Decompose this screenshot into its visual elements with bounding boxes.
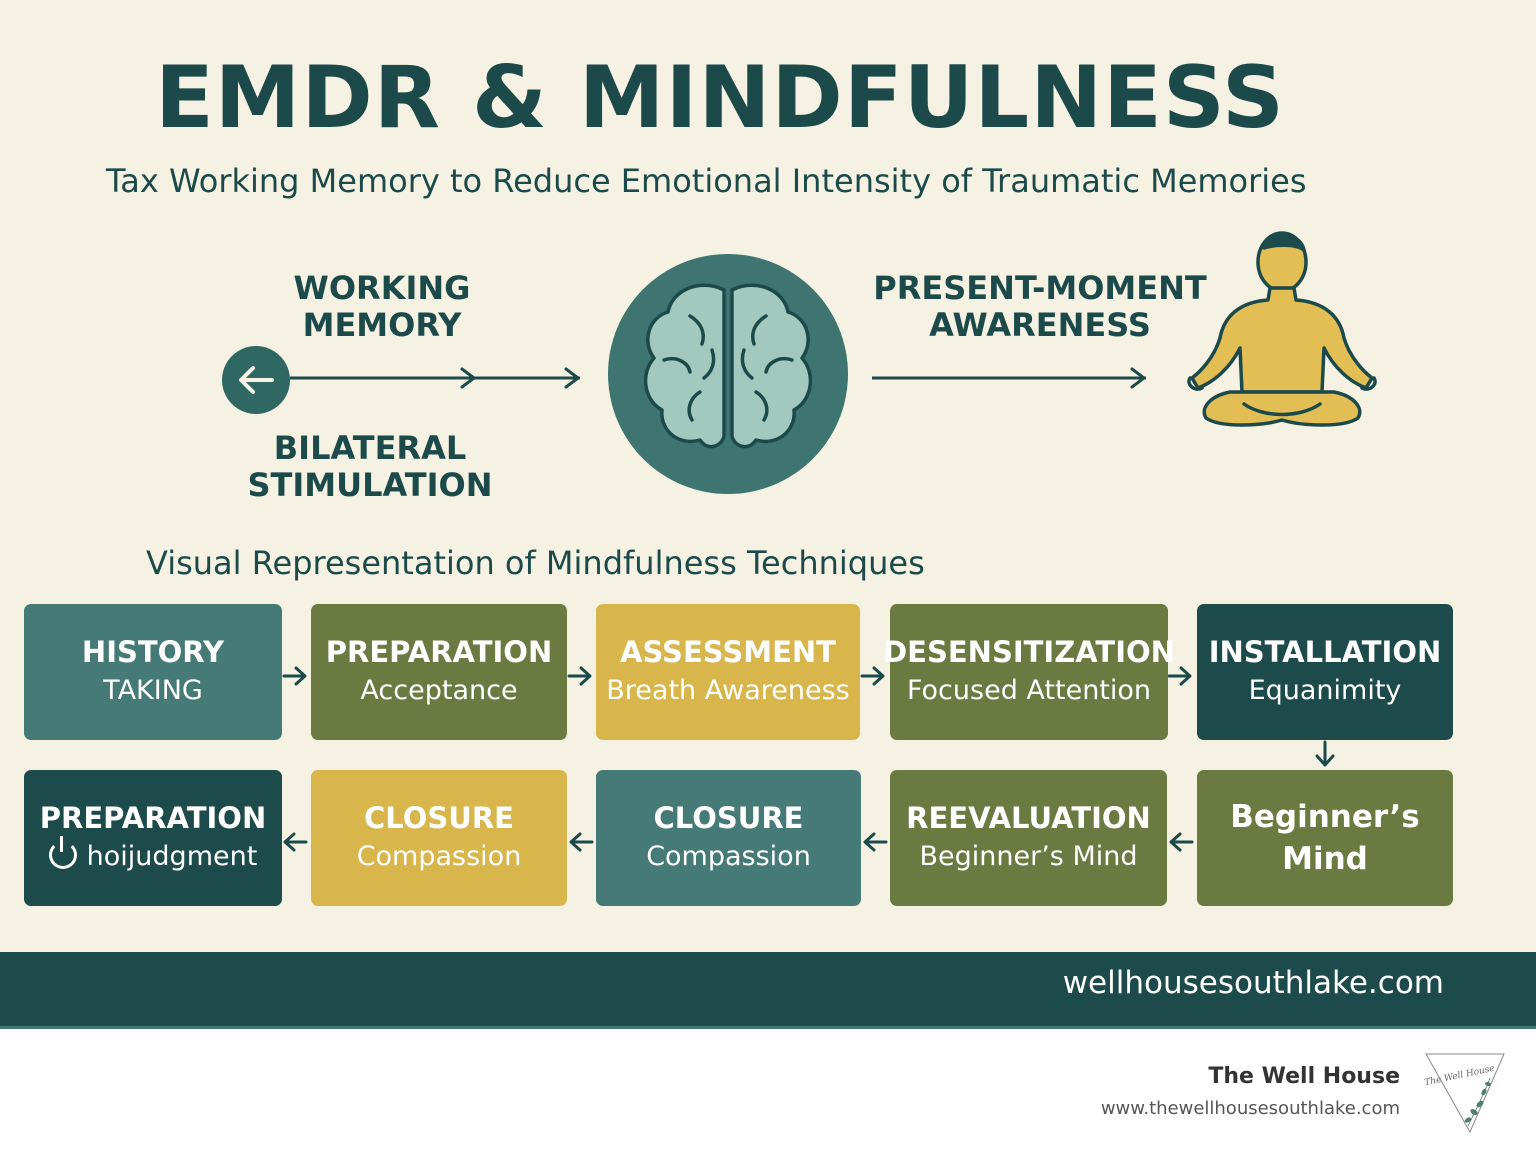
step-box-preparation: PREPARATION Acceptance	[311, 604, 567, 740]
step-subtitle: Mind	[1282, 841, 1368, 877]
step-subtitle: Beginner’s Mind	[919, 841, 1138, 872]
step-subtitle: Focused Attention	[906, 675, 1152, 706]
step-subtitle: Compassion	[356, 841, 522, 872]
step-title: INSTALLATION	[1208, 635, 1442, 669]
step-title: HISTORY	[81, 635, 225, 669]
step-subtitle: Acceptance	[360, 675, 518, 706]
step-subtitle: hoijudgment	[86, 841, 258, 872]
step-box-history-taking: HISTORY TAKING	[24, 604, 282, 740]
step-title: DESENSITIZATION	[883, 635, 1175, 669]
step-subtitle: TAKING	[103, 675, 203, 706]
step-box-installation: INSTALLATION Equanimity	[1197, 604, 1453, 740]
logo-script-text: The Well House	[1424, 1064, 1496, 1089]
label-line: PRESENT-MOMENT	[873, 269, 1207, 307]
step-subtitle-row: hoijudgment	[48, 836, 258, 877]
arrow-left-icon	[222, 346, 290, 414]
label-line: MEMORY	[302, 306, 462, 344]
step-box-preparation-nonjudgment: PREPARATION hoijudgment	[24, 770, 282, 906]
step-arrows	[282, 666, 1335, 852]
well-house-logo: The Well House	[1424, 1053, 1505, 1134]
step-box-beginners-mind: Beginner’s Mind	[1197, 770, 1453, 906]
section-title: Visual Representation of Mindfulness Tec…	[146, 544, 925, 582]
step-title: PREPARATION	[325, 635, 553, 669]
flow-arrow-right	[872, 367, 1146, 389]
step-box-desensitization: DESENSITIZATION Focused Attention	[883, 604, 1175, 740]
poster-title: EMDR & MINDFULNESS	[155, 48, 1285, 148]
diagram-graphics	[222, 231, 1377, 852]
flow-arrow-left	[290, 367, 580, 389]
step-box-reevaluation: REEVALUATION Beginner’s Mind	[890, 770, 1167, 906]
brand-name: The Well House	[1208, 1064, 1400, 1089]
step-title: PREPARATION	[39, 801, 267, 835]
meditating-person-icon	[1187, 231, 1377, 427]
label-line: WORKING	[293, 269, 471, 307]
footer-bar	[0, 952, 1536, 1029]
step-title: CLOSURE	[653, 801, 804, 835]
poster-subtitle: Tax Working Memory to Reduce Emotional I…	[106, 162, 1307, 200]
step-title: CLOSURE	[364, 801, 514, 835]
label-line: BILATERAL	[273, 429, 467, 467]
present-moment-awareness-label: PRESENT-MOMENT AWARENESS	[860, 270, 1220, 344]
step-box-assessment: ASSESSMENT Breath Awareness	[596, 604, 860, 740]
power-icon	[48, 836, 77, 869]
label-line: AWARENESS	[929, 306, 1151, 344]
brain-icon	[608, 254, 848, 494]
bilateral-stimulation-label: BILATERAL STIMULATION	[240, 430, 500, 504]
brand-url: www.thewellhousesouthlake.com	[1100, 1098, 1400, 1119]
step-subtitle: Compassion	[646, 841, 811, 872]
step-subtitle: Equanimity	[1248, 675, 1402, 706]
working-memory-label: WORKING MEMORY	[272, 270, 492, 344]
footer-url: wellhousesouthlake.com	[1062, 965, 1444, 1001]
step-box-closure-mustard: CLOSURE Compassion	[311, 770, 567, 906]
leaf-sprig-icon	[1464, 1081, 1491, 1123]
step-title: Beginner’s	[1230, 799, 1420, 835]
label-line: STIMULATION	[247, 466, 493, 504]
step-subtitle: Breath Awareness	[606, 675, 850, 706]
step-title: ASSESSMENT	[620, 635, 836, 669]
step-title: REEVALUATION	[906, 801, 1151, 835]
step-box-closure-teal: CLOSURE Compassion	[596, 770, 861, 906]
